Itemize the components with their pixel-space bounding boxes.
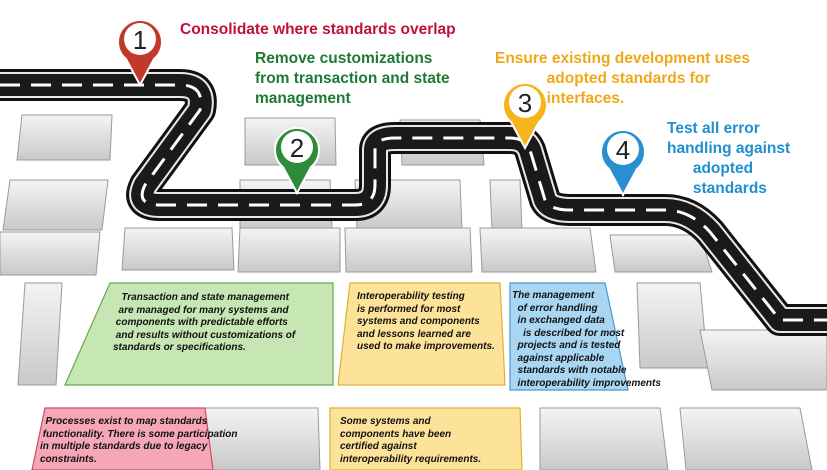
tile	[479, 227, 597, 273]
pin-1-face	[124, 23, 156, 55]
milestone-pins: 1 2 3 4	[117, 19, 646, 198]
road	[0, 69, 827, 336]
pin-3-face	[509, 86, 541, 118]
tile	[16, 114, 113, 161]
description-box-certified	[329, 407, 523, 470]
description-box-processes	[31, 407, 214, 470]
description-box-interop-testing	[337, 282, 506, 386]
tile	[237, 227, 341, 273]
milestone-1-label: Consolidate where standards overlap	[180, 21, 456, 38]
milestone-4-label: Test all error handling against adopted …	[667, 120, 791, 197]
tile	[699, 329, 827, 391]
tile	[17, 282, 63, 386]
pin-2: 2	[274, 127, 320, 196]
tile	[2, 179, 109, 231]
tile	[489, 179, 523, 231]
pin-4-number: 4	[616, 135, 630, 165]
description-boxes	[31, 282, 629, 470]
pin-1: 1	[117, 19, 163, 88]
milestone-2-label: Remove customizations from transaction a…	[255, 50, 450, 107]
pin-3-number: 3	[518, 88, 532, 118]
milestone-3-label: Ensure existing development uses adopted…	[495, 50, 750, 107]
pin-2-number: 2	[290, 133, 304, 163]
tile	[121, 227, 235, 271]
tile	[344, 227, 473, 273]
tile	[0, 231, 101, 276]
road-center-dashes	[0, 83, 827, 322]
pin-4: 4	[600, 129, 646, 198]
tile	[539, 407, 669, 470]
description-text-error-handling: The management of error handling in exch…	[512, 290, 661, 389]
pin-4-face	[607, 133, 639, 165]
pin-3: 3	[502, 82, 548, 151]
tile	[679, 407, 813, 470]
description-text-interop-testing: Interoperability testing is performed fo…	[357, 291, 495, 352]
description-text-transaction: Transaction and state management are man…	[113, 292, 296, 353]
description-text-certified: Some systems and components have been ce…	[340, 416, 482, 465]
pin-2-face	[281, 131, 313, 163]
pin-1-number: 1	[133, 25, 147, 55]
tile	[609, 234, 713, 273]
description-text-processes: Processes exist to map standards functio…	[40, 416, 238, 465]
description-box-error-handling	[509, 282, 629, 391]
description-box-transaction	[64, 282, 334, 386]
